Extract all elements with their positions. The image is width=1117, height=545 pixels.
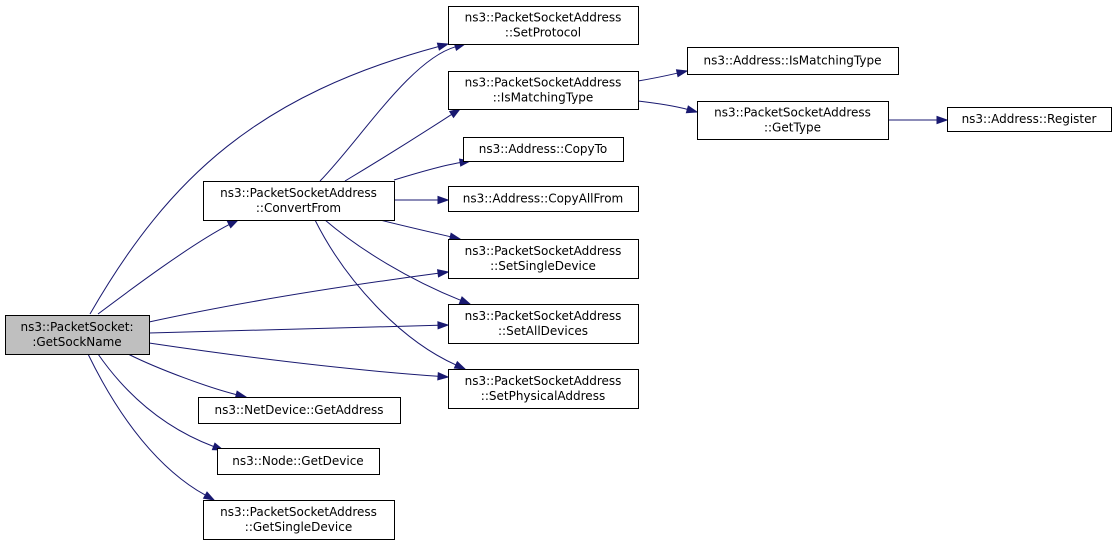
call-node-getsockname[interactable]: ns3::PacketSocket::GetSockName (5, 315, 150, 355)
call-edge-convertfrom-to-copyto (393, 162, 461, 181)
node-label-line: ::SetSingleDevice (490, 259, 596, 273)
node-label-line: ::IsMatchingType (493, 91, 594, 105)
arrowhead-convertfrom-to-ismatchingtype-psa (448, 108, 462, 119)
node-box (203, 181, 395, 221)
call-node-netdevice-getaddress[interactable]: ns3::NetDevice::GetAddress (198, 397, 401, 424)
arrowhead-getsockname-to-convertfrom (226, 219, 240, 229)
node-label-line: ns3::PacketSocketAddress (465, 309, 622, 323)
call-edge-getsockname-to-node-getdevice (97, 353, 214, 447)
call-edge-ismatchingtype-psa-to-gettype (637, 100, 688, 110)
call-node-node-getdevice[interactable]: ns3::Node::GetDevice (217, 448, 380, 475)
arrowhead-getsockname-to-getsingledevice (202, 491, 216, 501)
call-node-setprotocol[interactable]: ns3::PacketSocketAddress::SetProtocol (448, 6, 639, 45)
call-node-setsingledevice[interactable]: ns3::PacketSocketAddress::SetSingleDevic… (448, 239, 639, 279)
call-edge-getsockname-to-setsingledevice (148, 272, 439, 323)
node-label-line: ::GetType (764, 121, 821, 135)
call-node-register[interactable]: ns3::Address::Register (947, 107, 1112, 132)
node-box (448, 304, 639, 344)
node-label-line: ns3::Address::CopyTo (479, 142, 608, 156)
arrowhead-convertfrom-to-setalldevices (458, 296, 472, 305)
node-label-line: ns3::Address::CopyAllFrom (463, 192, 624, 206)
node-label-line: :GetSockName (32, 335, 121, 349)
node-box (448, 6, 639, 45)
node-label-line: ns3::Address::IsMatchingType (704, 54, 882, 68)
call-edge-getsockname-to-convertfrom (97, 224, 230, 315)
call-edge-convertfrom-to-setalldevices (324, 219, 461, 301)
node-box (203, 500, 395, 540)
call-node-copyallfrom[interactable]: ns3::Address::CopyAllFrom (448, 186, 639, 212)
arrowhead-getsockname-to-setphysicaladdress (437, 372, 450, 381)
arrowhead-gettype-to-register (936, 115, 949, 125)
node-label-line: ::SetAllDevices (498, 324, 588, 338)
node-label-line: ::SetPhysicalAddress (481, 389, 605, 403)
node-label-line: ns3::PacketSocketAddress (714, 106, 871, 120)
node-box (448, 239, 639, 279)
node-label-line: ns3::PacketSocket: (20, 320, 133, 334)
arrowhead-convertfrom-to-setphysicaladdress (453, 360, 467, 370)
call-node-copyto[interactable]: ns3::Address::CopyTo (463, 137, 624, 162)
arrowhead-ismatchingtype-psa-to-ismatchingtype-addr (675, 69, 689, 78)
node-label-line: ::GetSingleDevice (245, 520, 352, 534)
node-box (198, 397, 401, 424)
node-box (217, 448, 380, 475)
call-node-getsingledevice[interactable]: ns3::PacketSocketAddress::GetSingleDevic… (203, 500, 395, 540)
call-edge-convertfrom-to-setprotocol (319, 46, 456, 182)
arrowhead-getsockname-to-setalldevices (437, 321, 450, 330)
call-edge-convertfrom-to-setphysicaladdress (314, 219, 457, 366)
node-box (5, 315, 150, 355)
call-node-ismatchingtype-psa[interactable]: ns3::PacketSocketAddress::IsMatchingType (448, 71, 639, 110)
node-box (448, 186, 639, 212)
node-box (697, 101, 889, 140)
call-node-setalldevices[interactable]: ns3::PacketSocketAddress::SetAllDevices (448, 304, 639, 344)
call-edge-convertfrom-to-setsingledevice (379, 219, 451, 238)
call-node-gettype[interactable]: ns3::PacketSocketAddress::GetType (697, 101, 889, 140)
node-box (448, 369, 639, 409)
call-nodes: ns3::PacketSocket::GetSockNamens3::Packe… (5, 6, 1112, 540)
node-label-line: ns3::PacketSocketAddress (465, 244, 622, 258)
node-label-line: ns3::Node::GetDevice (232, 454, 363, 468)
node-box (448, 71, 639, 110)
node-label-line: ns3::PacketSocketAddress (220, 186, 377, 200)
call-edge-ismatchingtype-psa-to-ismatchingtype-addr (637, 72, 678, 82)
node-box (947, 107, 1112, 132)
call-edge-getsockname-to-netdevice-getaddress (127, 353, 237, 396)
call-node-setphysicaladdress[interactable]: ns3::PacketSocketAddress::SetPhysicalAdd… (448, 369, 639, 409)
node-label-line: ns3::PacketSocketAddress (465, 11, 622, 25)
call-edge-convertfrom-to-ismatchingtype-psa (344, 113, 452, 182)
arrowhead-convertfrom-to-copyallfrom (437, 195, 450, 205)
call-node-ismatchingtype-addr[interactable]: ns3::Address::IsMatchingType (687, 47, 899, 75)
call-edge-getsockname-to-setphysicaladdress (148, 342, 439, 377)
node-label-line: ::SetProtocol (505, 26, 581, 40)
node-label-line: ns3::PacketSocketAddress (465, 76, 622, 90)
arrowhead-getsockname-to-setsingledevice (437, 269, 450, 278)
call-edge-getsockname-to-setalldevices (148, 324, 439, 334)
arrowhead-getsockname-to-netdevice-getaddress (234, 390, 248, 399)
node-label-line: ns3::PacketSocketAddress (465, 374, 622, 388)
call-edges (87, 42, 949, 501)
call-edge-getsockname-to-setprotocol (89, 46, 439, 315)
node-label-line: ns3::Address::Register (962, 112, 1097, 126)
node-label-line: ns3::NetDevice::GetAddress (215, 403, 384, 417)
node-box (463, 137, 624, 162)
call-edge-getsockname-to-getsingledevice (87, 353, 206, 496)
arrowhead-ismatchingtype-psa-to-gettype (685, 105, 699, 114)
node-label-line: ns3::PacketSocketAddress (220, 505, 377, 519)
arrowhead-getsockname-to-setprotocol (436, 42, 450, 51)
call-node-convertfrom[interactable]: ns3::PacketSocketAddress::ConvertFrom (203, 181, 395, 221)
node-label-line: ::ConvertFrom (256, 201, 341, 215)
node-box (687, 47, 899, 75)
